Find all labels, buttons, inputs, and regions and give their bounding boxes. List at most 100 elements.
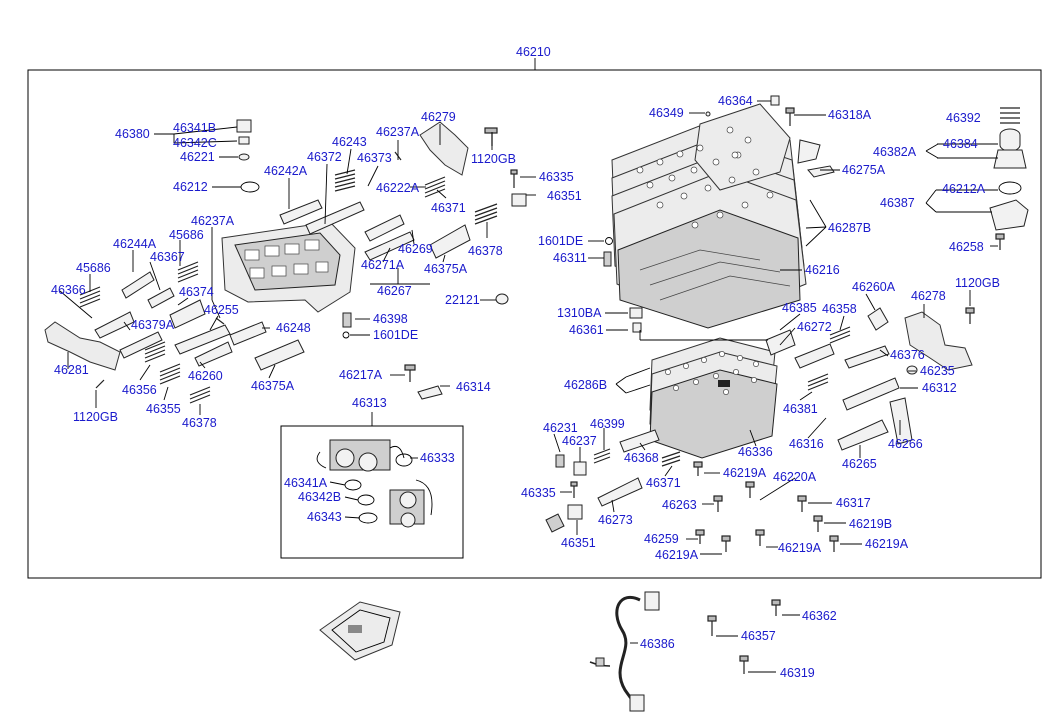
part-label[interactable]: 46349 xyxy=(649,106,684,120)
part-label[interactable]: 46398 xyxy=(373,312,408,326)
part-label[interactable]: 46386 xyxy=(640,637,675,651)
part-label[interactable]: 46217A xyxy=(339,368,383,382)
part-label[interactable]: 46355 xyxy=(146,402,181,416)
part-label[interactable]: 46212 xyxy=(173,180,208,194)
part-label[interactable]: 46216 xyxy=(805,263,840,277)
part-label[interactable]: 46367 xyxy=(150,250,185,264)
part-label[interactable]: 46362 xyxy=(802,609,837,623)
part-label[interactable]: 46368 xyxy=(624,451,659,465)
part-label[interactable]: 46399 xyxy=(590,417,625,431)
part-label[interactable]: 46221 xyxy=(180,150,215,164)
part-label[interactable]: 46237A xyxy=(376,125,420,139)
part-label[interactable]: 46381 xyxy=(783,402,818,416)
part-label[interactable]: 46375A xyxy=(251,379,295,393)
part-label[interactable]: 46281 xyxy=(54,363,89,377)
part-label[interactable]: 46242A xyxy=(264,164,308,178)
part-label[interactable]: 46273 xyxy=(598,513,633,527)
part-label[interactable]: 46265 xyxy=(842,457,877,471)
part-label[interactable]: 46378 xyxy=(468,244,503,258)
part-label[interactable]: 46336 xyxy=(738,445,773,459)
part-label[interactable]: 22121 xyxy=(445,293,480,307)
part-label[interactable]: 46342B xyxy=(298,490,341,504)
part-label[interactable]: 46219B xyxy=(849,517,892,531)
part-label[interactable]: 46258 xyxy=(949,240,984,254)
part-label[interactable]: 46235 xyxy=(920,364,955,378)
part-label[interactable]: 46392 xyxy=(946,111,981,125)
part-label[interactable]: 1601DE xyxy=(373,328,418,342)
part-label[interactable]: 46380 xyxy=(115,127,150,141)
part-label[interactable]: 46341B xyxy=(173,121,216,135)
part-label[interactable]: 46319 xyxy=(780,666,815,680)
part-label[interactable]: 46248 xyxy=(276,321,311,335)
part-label[interactable]: 46378 xyxy=(182,416,217,430)
part-label[interactable]: 46364 xyxy=(718,94,753,108)
part-label[interactable]: 46374 xyxy=(179,285,214,299)
part-label[interactable]: 46316 xyxy=(789,437,824,451)
part-label[interactable]: 46335 xyxy=(539,170,574,184)
part-label[interactable]: 46385 xyxy=(782,301,817,315)
part-label[interactable]: 46343 xyxy=(307,510,342,524)
part-label[interactable]: 45686 xyxy=(76,261,111,275)
part-label[interactable]: 46263 xyxy=(662,498,697,512)
part-label[interactable]: 46375A xyxy=(424,262,468,276)
part-label[interactable]: 46335 xyxy=(521,486,556,500)
part-label[interactable]: 46358 xyxy=(822,302,857,316)
part-label[interactable]: 46278 xyxy=(911,289,946,303)
part-label[interactable]: 1601DE xyxy=(538,234,583,248)
part-label[interactable]: 46314 xyxy=(456,380,491,394)
part-label[interactable]: 46260 xyxy=(188,369,223,383)
part-label[interactable]: 1310BA xyxy=(557,306,602,320)
part-label[interactable]: 46287B xyxy=(828,221,871,235)
part-label[interactable]: 46382A xyxy=(873,145,917,159)
part-label[interactable]: 1120GB xyxy=(471,152,516,166)
part-label[interactable]: 46244A xyxy=(113,237,157,251)
part-label[interactable]: 46384 xyxy=(943,137,978,151)
part-label[interactable]: 46272 xyxy=(797,320,832,334)
part-label[interactable]: 46356 xyxy=(122,383,157,397)
part-label[interactable]: 46361 xyxy=(569,323,604,337)
part-label[interactable]: 46275A xyxy=(842,163,886,177)
part-label[interactable]: 46219A xyxy=(865,537,909,551)
part-label[interactable]: 46219A xyxy=(655,548,699,562)
part-label[interactable]: 1120GB xyxy=(73,410,118,424)
part-label[interactable]: 46219A xyxy=(778,541,822,555)
part-label[interactable]: 45686 xyxy=(169,228,204,242)
part-label[interactable]: 46313 xyxy=(352,396,387,410)
part-label[interactable]: 46357 xyxy=(741,629,776,643)
part-label[interactable]: 46376 xyxy=(890,348,925,362)
part-label[interactable]: 46266 xyxy=(888,437,923,451)
part-label[interactable]: 46255 xyxy=(204,303,239,317)
part-label[interactable]: 46311 xyxy=(553,251,587,265)
part-label[interactable]: 46387 xyxy=(880,196,915,210)
assembly-number-label[interactable]: 46210 xyxy=(516,45,551,59)
part-label[interactable]: 46267 xyxy=(377,284,412,298)
part-label[interactable]: 46279 xyxy=(421,110,456,124)
part-label[interactable]: 46222A xyxy=(376,181,420,195)
part-label[interactable]: 46342C xyxy=(173,136,217,150)
part-label[interactable]: 46371 xyxy=(431,201,466,215)
part-label[interactable]: 46351 xyxy=(547,189,582,203)
part-label[interactable]: 46312 xyxy=(922,381,957,395)
part-label[interactable]: 46366 xyxy=(51,283,86,297)
part-label[interactable]: 46371 xyxy=(646,476,681,490)
part-label[interactable]: 46379A xyxy=(131,318,175,332)
part-label[interactable]: 46333 xyxy=(420,451,455,465)
part-label[interactable]: 46286B xyxy=(564,378,607,392)
part-label[interactable]: 46212A xyxy=(942,182,986,196)
part-label[interactable]: 46219A xyxy=(723,466,767,480)
part-label[interactable]: 46351 xyxy=(561,536,596,550)
part-label[interactable]: 46231 xyxy=(543,421,578,435)
part-label[interactable]: 46237 xyxy=(562,434,597,448)
part-label[interactable]: 46317 xyxy=(836,496,871,510)
part-label[interactable]: 46220A xyxy=(773,470,817,484)
part-label[interactable]: 46259 xyxy=(644,532,679,546)
part-label[interactable]: 46269 xyxy=(398,242,433,256)
part-label[interactable]: 46237A xyxy=(191,214,235,228)
part-label[interactable]: 46243 xyxy=(332,135,367,149)
part-label[interactable]: 46373 xyxy=(357,151,392,165)
part-label[interactable]: 46318A xyxy=(828,108,872,122)
part-label[interactable]: 1120GB xyxy=(955,276,1000,290)
part-label[interactable]: 46341A xyxy=(284,476,328,490)
part-label[interactable]: 46372 xyxy=(307,150,342,164)
part-label[interactable]: 46260A xyxy=(852,280,896,294)
